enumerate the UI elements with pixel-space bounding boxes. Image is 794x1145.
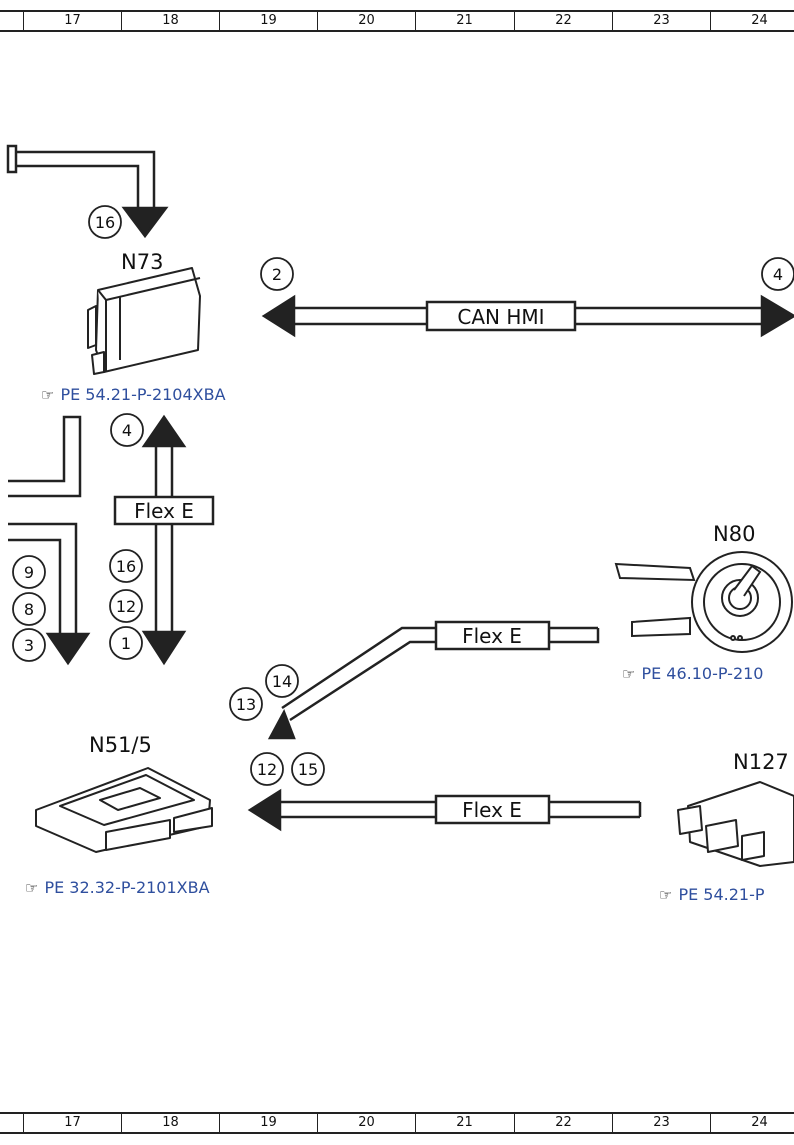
left-feed-wires <box>8 415 91 666</box>
wire-number: 13 <box>236 695 256 714</box>
wire-into-n73 <box>6 144 169 239</box>
ruler-cell: 17 <box>23 1114 121 1132</box>
pointing-hand-icon: ☞ <box>25 879 39 897</box>
ruler-cell: 24 <box>710 1114 794 1132</box>
wire-number: 12 <box>257 760 277 779</box>
flex-e-n127-bus <box>247 788 642 832</box>
ruler-cell: 22 <box>514 12 612 30</box>
n127-module-drawing <box>677 781 794 867</box>
flex-e-n127-label: Flex E <box>462 798 522 822</box>
ruler-cell: 19 <box>219 12 317 30</box>
can-hmi-bus <box>261 294 794 338</box>
wire-number: 16 <box>95 213 115 232</box>
n73-label: N73 <box>121 250 163 274</box>
ruler-cell: 24 <box>710 12 794 30</box>
flex-e-n80-label: Flex E <box>462 624 522 648</box>
ruler-cell: 18 <box>121 12 219 30</box>
n73-reference-text: PE 54.21-P-2104XBA <box>60 385 226 404</box>
ruler-cell: 23 <box>612 1114 710 1132</box>
wire-number: 4 <box>122 421 132 440</box>
n80-reference-text: PE 46.10-P-210 <box>641 664 764 683</box>
ruler-cell: 20 <box>317 1114 415 1132</box>
n51-5-label: N51/5 <box>89 733 152 757</box>
n51-5-reference-text: PE 32.32-P-2101XBA <box>44 878 210 897</box>
ruler-cell: 21 <box>415 12 513 30</box>
n127-reference-text: PE 54.21-P <box>678 885 765 904</box>
pointing-hand-icon: ☞ <box>41 386 55 404</box>
wire-number: 16 <box>116 557 136 576</box>
ruler-cell: 19 <box>219 1114 317 1132</box>
wire-number: 1 <box>121 634 131 653</box>
wire-number: 9 <box>24 563 34 582</box>
wire-number: 15 <box>298 760 318 779</box>
n51-5-module-drawing <box>35 767 213 853</box>
ruler-cell: 22 <box>514 1114 612 1132</box>
n73-reference-link[interactable]: ☞ PE 54.21-P-2104XBA <box>41 385 226 404</box>
pointing-hand-icon: ☞ <box>622 665 636 683</box>
n51-5-reference-link[interactable]: ☞ PE 32.32-P-2101XBA <box>25 878 210 897</box>
n127-label: N127 <box>733 750 789 774</box>
pointing-hand-icon: ☞ <box>659 886 673 904</box>
wire-number: 8 <box>24 600 34 619</box>
n127-reference-link[interactable]: ☞ PE 54.21-P <box>659 885 765 904</box>
flex-e-vertical-label: Flex E <box>134 499 194 523</box>
n80-reference-link[interactable]: ☞ PE 46.10-P-210 <box>622 664 763 683</box>
n80-module-drawing <box>614 551 793 653</box>
wire-number: 12 <box>116 597 136 616</box>
wire-number: 14 <box>272 672 292 691</box>
column-ruler-bottom: 17 18 19 20 21 22 23 24 <box>0 1112 794 1134</box>
wire-number: 2 <box>272 265 282 284</box>
ruler-cell: 21 <box>415 1114 513 1132</box>
wire-number: 4 <box>773 265 783 284</box>
wire-number: 3 <box>24 636 34 655</box>
ruler-cell: 23 <box>612 12 710 30</box>
column-ruler-top: 17 18 19 20 21 22 23 24 <box>0 10 794 32</box>
ruler-cell: 17 <box>23 12 121 30</box>
ruler-cell: 18 <box>121 1114 219 1132</box>
n73-module-drawing <box>87 267 201 375</box>
can-hmi-label: CAN HMI <box>457 305 544 329</box>
ruler-cell: 20 <box>317 12 415 30</box>
flex-e-n80-bus <box>267 620 600 740</box>
flex-e-vertical-bus <box>113 414 215 666</box>
n80-label: N80 <box>713 522 755 546</box>
